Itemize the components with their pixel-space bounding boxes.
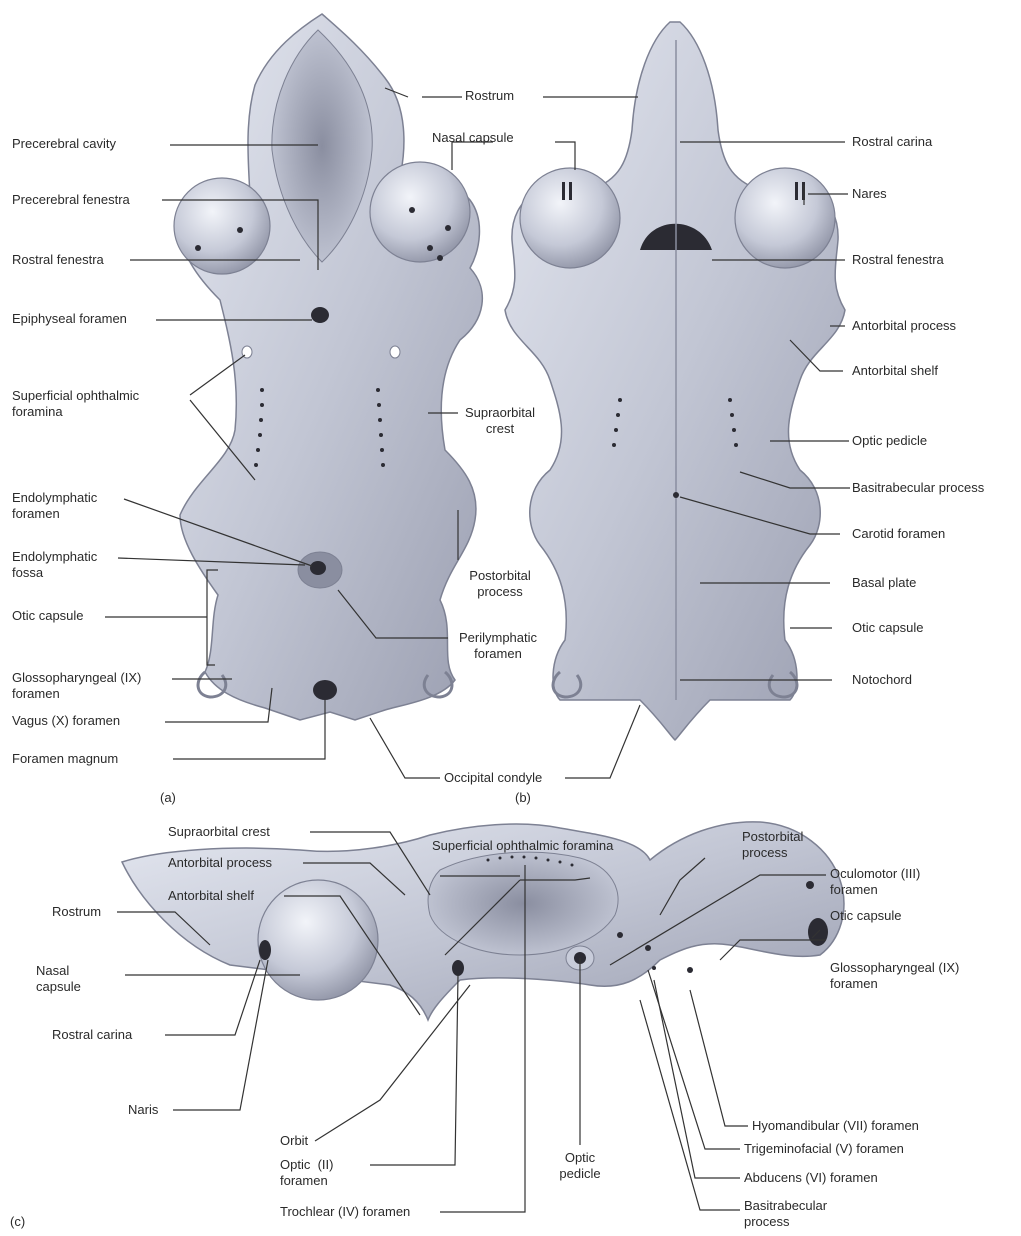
label-glossopharyngeal-foramen-a: Glossopharyngeal (IX) foramen: [12, 670, 141, 702]
label-antorbital-process-b: Antorbital process: [852, 318, 956, 334]
label-rostrum-c: Rostrum: [52, 904, 101, 920]
label-precerebral-fenestra: Precerebral fenestra: [12, 192, 130, 208]
panel-label-b: (b): [515, 790, 531, 805]
label-notochord: Notochord: [852, 672, 912, 688]
label-otic-capsule-c: Otic capsule: [830, 908, 902, 924]
label-vagus-foramen: Vagus (X) foramen: [12, 713, 120, 729]
label-antorbital-process-c: Antorbital process: [168, 855, 272, 871]
label-oculomotor-foramen: Oculomotor (III) foramen: [830, 866, 920, 898]
panel-label-c: (c): [10, 1214, 25, 1229]
label-hyomandibular-foramen: Hyomandibular (VII) foramen: [752, 1118, 919, 1134]
label-rostral-carina-c: Rostral carina: [52, 1027, 132, 1043]
label-endolymphatic-fossa: Endolymphatic fossa: [12, 549, 97, 581]
label-glossopharyngeal-foramen-c: Glossopharyngeal (IX) foramen: [830, 960, 959, 992]
skull-dorsal-view: [174, 14, 482, 720]
label-rostrum-a: Rostrum: [465, 88, 514, 104]
label-trochlear-foramen: Trochlear (IV) foramen: [280, 1204, 410, 1220]
label-supraorbital-crest-a: Supraorbital crest: [460, 405, 540, 437]
label-basitrabecular-process-c: Basitrabecular process: [744, 1198, 827, 1230]
label-rostral-fenestra-a: Rostral fenestra: [12, 252, 104, 268]
label-supraorbital-crest-c: Supraorbital crest: [168, 824, 270, 840]
label-orbit: Orbit: [280, 1133, 308, 1149]
panel-label-a: (a): [160, 790, 176, 805]
label-endolymphatic-foramen: Endolymphatic foramen: [12, 490, 97, 522]
label-trigeminofacial-foramen: Trigeminofacial (V) foramen: [744, 1141, 904, 1157]
label-basal-plate: Basal plate: [852, 575, 916, 591]
label-rostral-carina-b: Rostral carina: [852, 134, 932, 150]
label-precerebral-cavity: Precerebral cavity: [12, 136, 116, 152]
label-abducens-foramen: Abducens (VI) foramen: [744, 1170, 878, 1186]
label-rostral-fenestra-b: Rostral fenestra: [852, 252, 944, 268]
label-nasal-capsule-c: Nasal capsule: [36, 963, 81, 995]
label-antorbital-shelf-b: Antorbital shelf: [852, 363, 938, 379]
label-foramen-magnum: Foramen magnum: [12, 751, 118, 767]
skull-ventral-view: [505, 22, 845, 740]
label-carotid-foramen: Carotid foramen: [852, 526, 945, 542]
label-nasal-capsule: Nasal capsule: [432, 130, 514, 146]
label-otic-capsule-a: Otic capsule: [12, 608, 84, 624]
label-postorbital-process-c: Postorbital process: [742, 829, 803, 861]
label-superficial-ophthalmic-foramina-c: Superficial ophthalmic foramina: [432, 838, 613, 854]
label-superficial-ophthalmic-foramina-a: Superficial ophthalmic foramina: [12, 388, 139, 420]
label-perilymphatic-foramen: Perilymphatic foramen: [448, 630, 548, 662]
label-postorbital-process-a: Postorbital process: [460, 568, 540, 600]
label-naris: Naris: [128, 1102, 158, 1118]
label-occipital-condyle: Occipital condyle: [444, 770, 542, 786]
label-antorbital-shelf-c: Antorbital shelf: [168, 888, 254, 904]
label-optic-foramen: Optic (II) foramen: [280, 1157, 333, 1189]
label-epiphyseal-foramen: Epiphyseal foramen: [12, 311, 127, 327]
label-optic-pedicle-b: Optic pedicle: [852, 433, 927, 449]
label-otic-capsule-b: Otic capsule: [852, 620, 924, 636]
label-nares: Nares: [852, 186, 887, 202]
label-basitrabecular-process-b: Basitrabecular process: [852, 480, 984, 496]
label-optic-pedicle-c: Optic pedicle: [545, 1150, 615, 1182]
